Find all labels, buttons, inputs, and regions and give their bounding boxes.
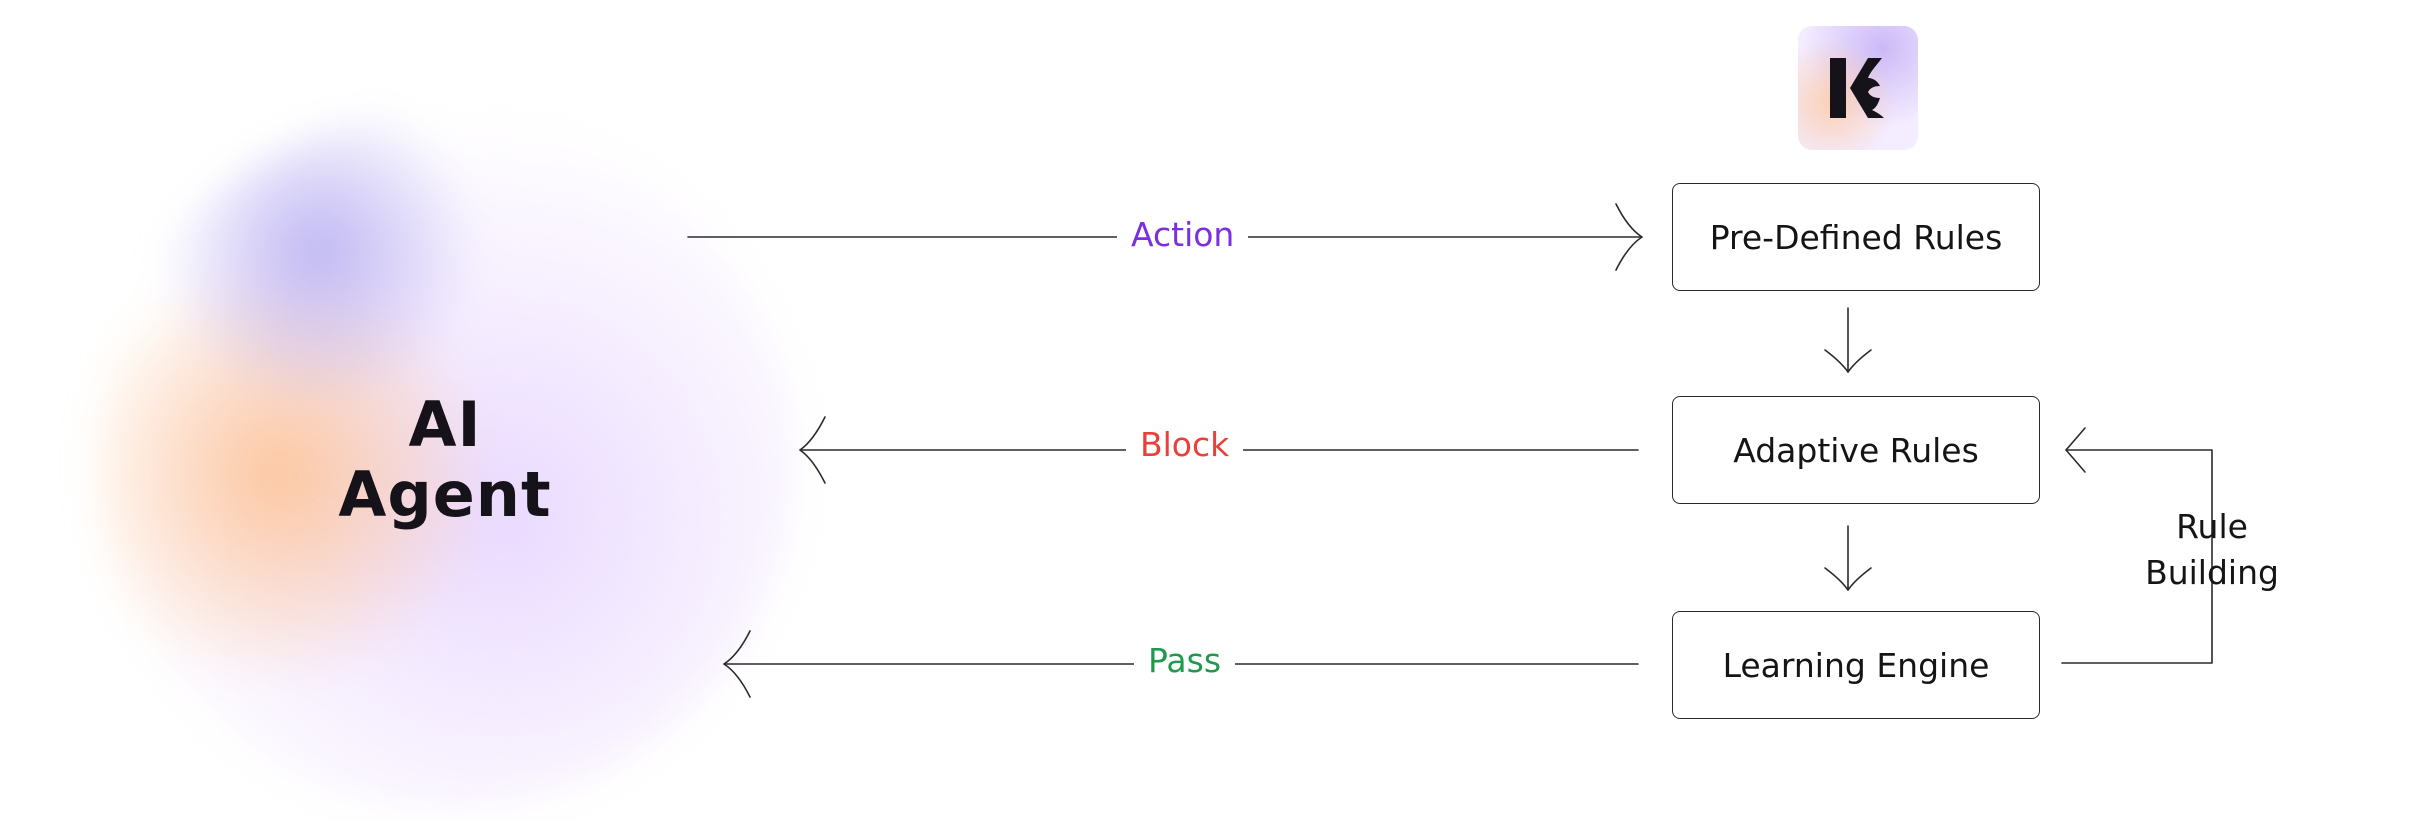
action-label: Action [1117, 214, 1249, 256]
rule-building-connector [2061, 449, 2213, 664]
action-arrowhead-icon [1615, 203, 1643, 271]
down-arrowhead-2-icon [1824, 567, 1872, 591]
rule-building-label: Rule Building [2128, 504, 2296, 596]
down-arrowhead-1-icon [1824, 349, 1872, 373]
predefined-rules-node: Pre-Defined Rules [1672, 183, 2040, 291]
ai-agent-label-line2: Agent [338, 458, 552, 531]
ai-agent-label-line1: AI [408, 388, 482, 461]
adaptive-rules-node: Adaptive Rules [1672, 396, 2040, 504]
k-logo-icon [1830, 58, 1884, 118]
pass-label: Pass [1134, 640, 1236, 682]
rule-building-label-line1: Rule [2176, 507, 2248, 546]
learning-engine-label: Learning Engine [1722, 645, 1990, 685]
brand-logo-tile [1798, 26, 1918, 150]
adaptive-rules-label: Adaptive Rules [1733, 430, 1979, 470]
rule-building-label-line2: Building [2145, 553, 2279, 592]
ai-agent-blob [95, 110, 795, 810]
predefined-rules-label: Pre-Defined Rules [1709, 217, 2003, 257]
pass-arrowhead-icon [723, 630, 751, 698]
rule-building-arrowhead-icon [2065, 427, 2086, 473]
learning-engine-node: Learning Engine [1672, 611, 2040, 719]
ai-agent-label: AI Agent [220, 390, 670, 530]
block-label: Block [1126, 424, 1244, 466]
block-arrowhead-icon [799, 416, 826, 484]
